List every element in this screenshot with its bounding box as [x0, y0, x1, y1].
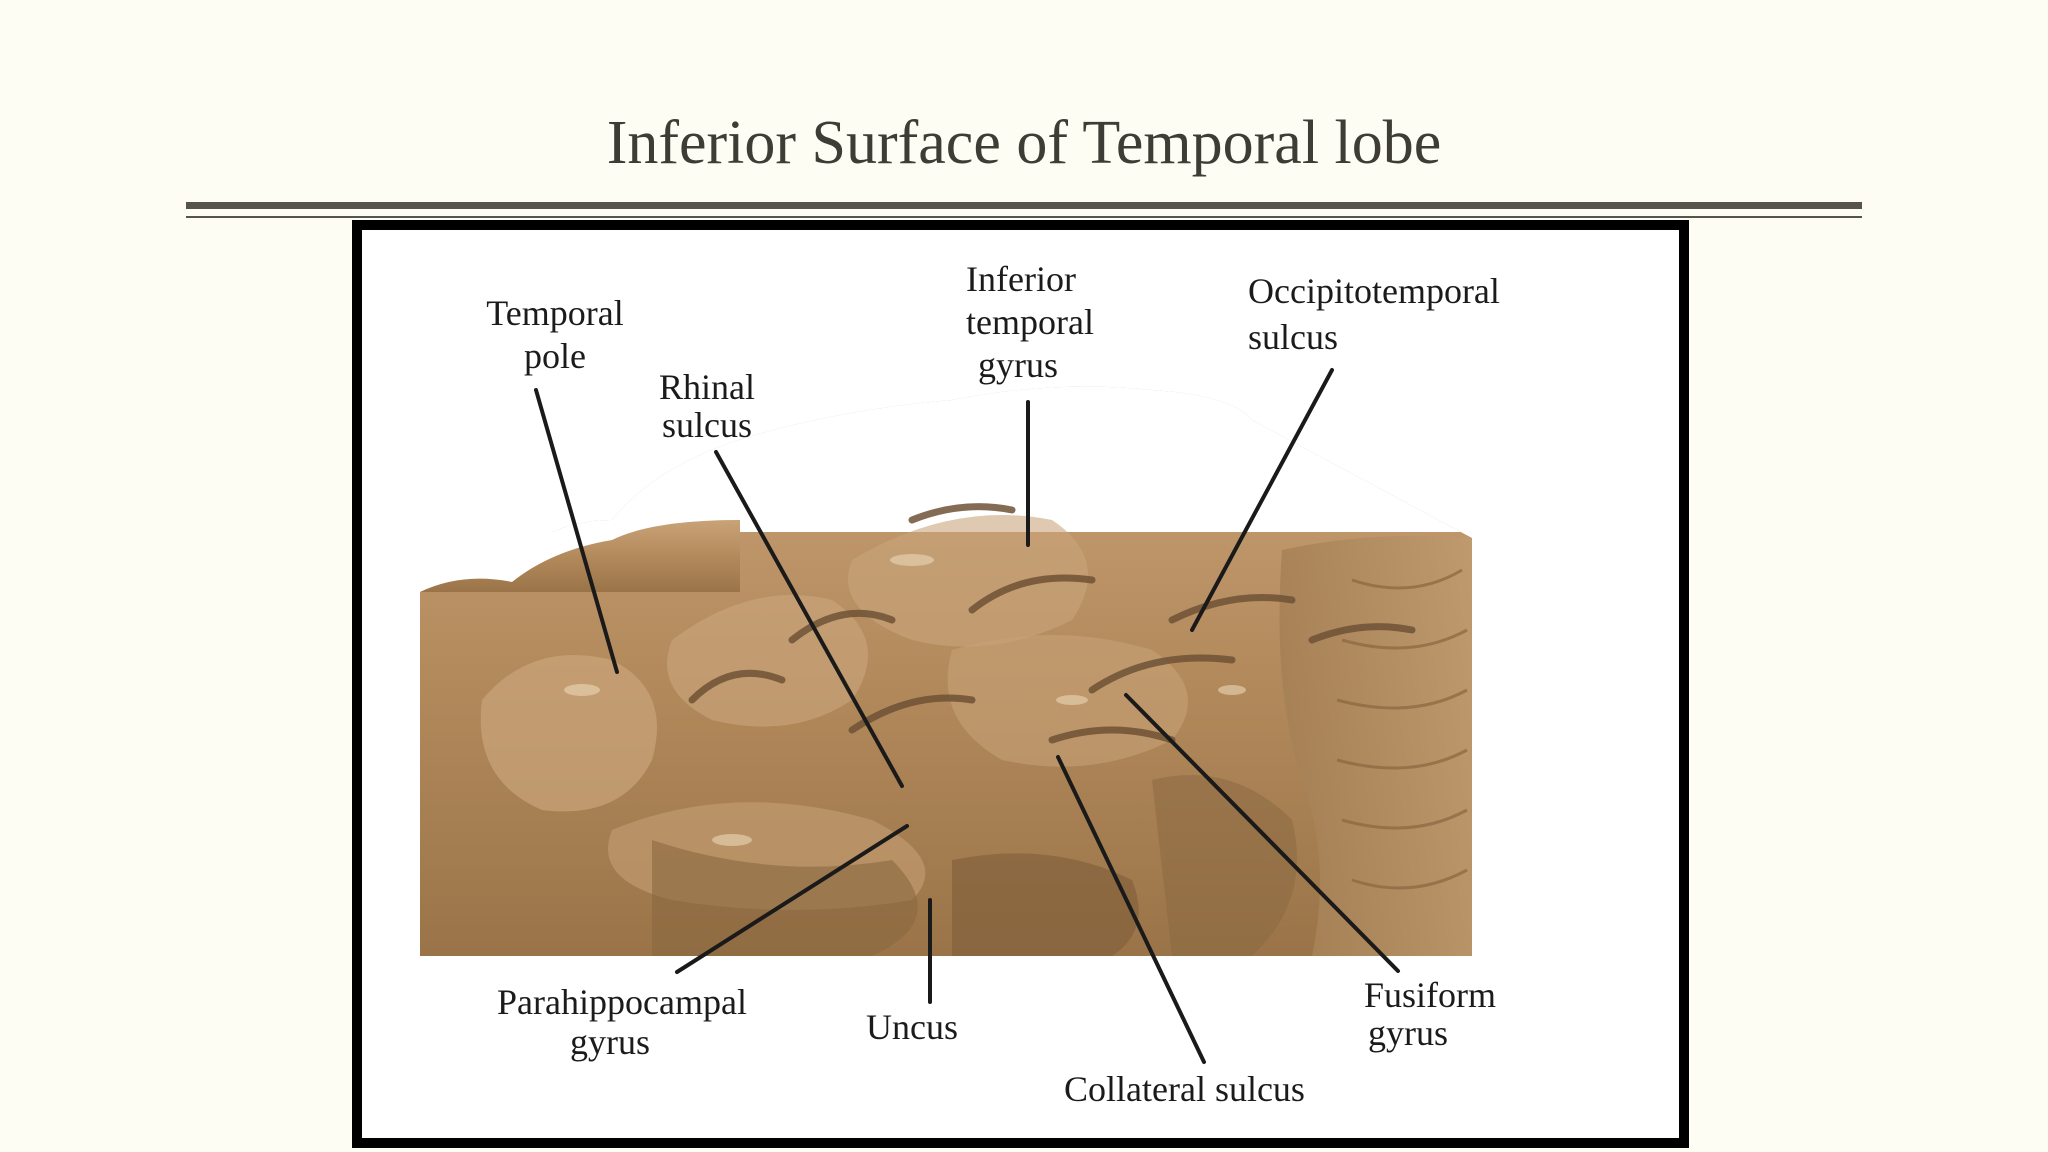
title-divider-thick — [186, 202, 1862, 209]
label-occipitotemporal-sulcus: Occipitotemporal sulcus — [1248, 268, 1500, 360]
label-phg-line1: Parahippocampal — [497, 982, 747, 1022]
label-temporal-pole-line1: Temporal — [486, 293, 624, 333]
label-rhinal-sulcus: Rhinal sulcus — [622, 368, 792, 444]
label-fusiform-line2: gyrus — [1368, 1013, 1448, 1053]
label-ots-line1: Occipitotemporal — [1248, 271, 1500, 311]
label-rhinal-sulcus-line2: sulcus — [662, 405, 752, 445]
leader-lines — [534, 368, 1400, 1064]
brain-specimen — [420, 386, 1472, 956]
label-itg-line1: Inferior — [966, 259, 1076, 299]
leader-rhinal-sulcus — [714, 450, 904, 788]
figure-frame: Temporal pole Rhinal sulcus Inferior tem… — [352, 220, 1689, 1148]
leader-parahippocampal-gyrus — [675, 824, 909, 974]
leader-temporal-pole — [534, 388, 619, 674]
leader-fusiform-gyrus — [1124, 693, 1400, 973]
brain-photo-illustration — [420, 368, 1472, 1064]
label-fusiform-line1: Fusiform — [1364, 975, 1497, 1015]
label-temporal-pole-line2: pole — [524, 336, 586, 376]
label-temporal-pole: Temporal pole — [452, 292, 658, 378]
leader-collateral-sulcus — [1056, 755, 1206, 1064]
label-uncus: Uncus — [866, 1007, 958, 1047]
label-rhinal-sulcus-line1: Rhinal — [659, 367, 755, 407]
label-ots-line2: sulcus — [1248, 317, 1338, 357]
label-phg-line2: gyrus — [570, 1022, 650, 1062]
leader-occipitotemporal-sulcus — [1190, 368, 1334, 632]
title-divider-thin — [186, 216, 1862, 218]
slide-title: Inferior Surface of Temporal lobe — [606, 109, 1442, 177]
label-inferior-temporal-gyrus: Inferior temporal gyrus — [966, 258, 1094, 387]
label-collateral-sulcus: Collateral sulcus — [1064, 1069, 1305, 1109]
label-parahippocampal-gyrus: Parahippocampal gyrus — [442, 982, 802, 1062]
label-itg-line2: temporal — [966, 302, 1094, 342]
label-fusiform-gyrus: Fusiform gyrus — [1364, 976, 1496, 1052]
label-itg-line3: gyrus — [978, 345, 1058, 385]
